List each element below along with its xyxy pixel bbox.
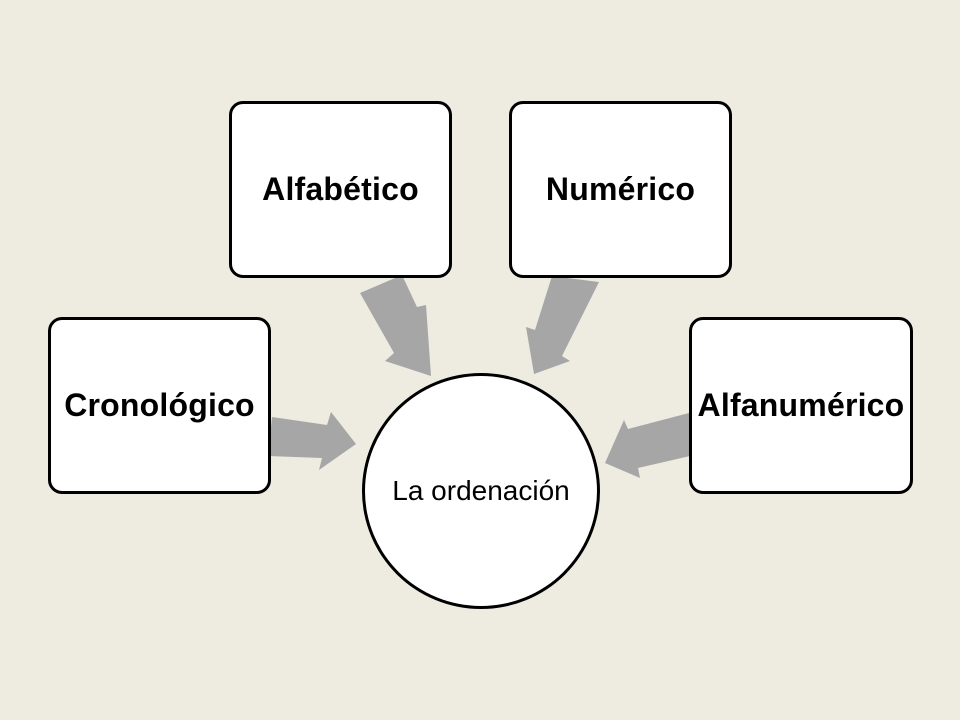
- arrow-numerico: [526, 276, 599, 374]
- arrow-alfanumerico: [605, 413, 690, 478]
- node-alfanumerico: Alfanumérico: [689, 317, 913, 494]
- arrow-cronologico: [268, 412, 356, 470]
- center-node: La ordenación: [362, 373, 600, 609]
- node-alfabetico: Alfabético: [229, 101, 452, 278]
- node-label: Alfanumérico: [697, 387, 905, 423]
- node-label: Cronológico: [64, 387, 255, 423]
- arrow-alfabetico: [360, 275, 431, 376]
- node-cronologico: Cronológico: [48, 317, 271, 494]
- node-label: Alfabético: [262, 171, 419, 207]
- center-label: La ordenación: [392, 474, 570, 506]
- node-label: Numérico: [545, 171, 696, 207]
- node-numerico: Numérico: [509, 101, 732, 278]
